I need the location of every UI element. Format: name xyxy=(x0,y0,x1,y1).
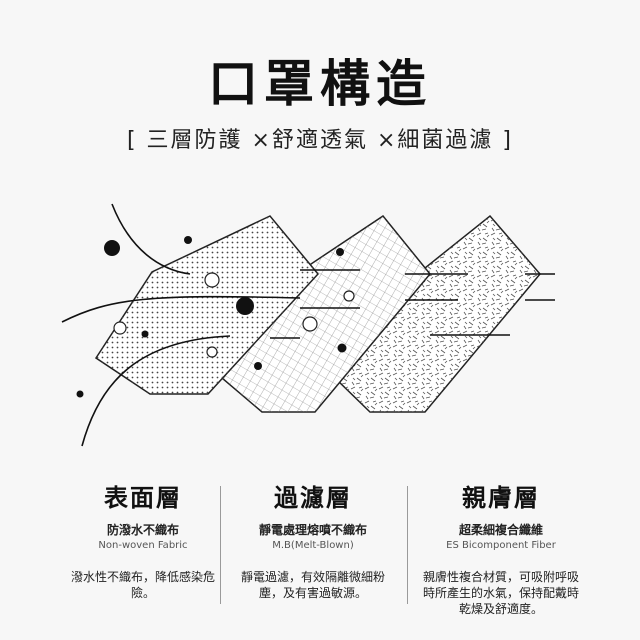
page-title: 口罩構造 xyxy=(208,54,432,113)
layer-subtitle: 靜電處理熔噴不織布 xyxy=(258,523,367,537)
layer-description: 潑水性不織布，降低感染危險。 xyxy=(70,570,215,600)
layer-english-name: ES Bicomponent Fiber xyxy=(446,540,556,551)
layer-title: 過濾層 xyxy=(274,483,352,512)
layer-info-surface: 表面層 防潑水不織布 Non-woven Fabric 潑水性不織布，降低感染危… xyxy=(50,478,236,601)
page-subtitle: [ 三層防護 ×舒適透氣 ×細菌過濾 ] xyxy=(126,128,513,153)
layer-info-filter: 過濾層 靜電處理熔噴不織布 M.B(Melt-Blown) 靜電過濾，有效隔離微… xyxy=(220,478,406,601)
column-divider xyxy=(220,486,221,604)
layer-description: 親膚性複合材質，可吸附呼吸時所產生的水氣，保持配戴時乾燥及舒適度。 xyxy=(422,570,579,616)
airflow-lines xyxy=(61,203,555,447)
particles xyxy=(76,236,355,398)
layer-info-skin: 親膚層 超柔細複合纖維 ES Bicomponent Fiber 親膚性複合材質… xyxy=(408,478,594,617)
layer-title: 表面層 xyxy=(104,483,182,512)
layer-english-name: M.B(Melt-Blown) xyxy=(272,540,354,551)
layer-english-name: Non-woven Fabric xyxy=(98,540,188,551)
layer-title: 親膚層 xyxy=(462,483,540,512)
layer-subtitle: 超柔細複合纖維 xyxy=(458,523,543,537)
column-divider xyxy=(407,486,408,604)
layer-description: 靜電過濾，有效隔離微細粉塵，及有害過敏源。 xyxy=(240,570,385,600)
layer-subtitle: 防潑水不織布 xyxy=(106,523,179,537)
surface-layer-shape xyxy=(94,215,319,395)
mask-layer-diagram xyxy=(61,203,555,447)
